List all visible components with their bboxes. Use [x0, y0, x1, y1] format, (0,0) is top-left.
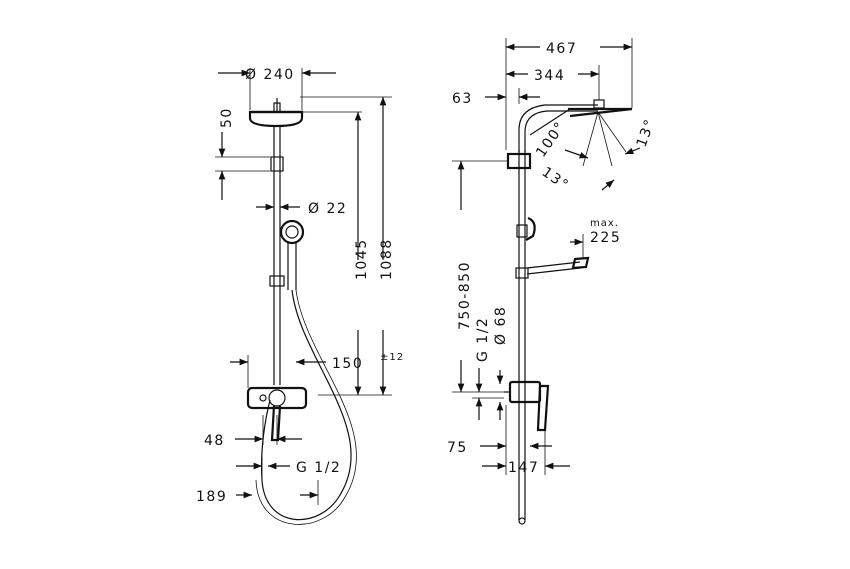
svg-text:147: 147 — [508, 460, 539, 476]
side-view: 467 344 63 100° 13° 13° — [447, 38, 659, 525]
dim-connection-side: G 1/2 — [472, 317, 504, 420]
shower-head-front — [248, 98, 304, 128]
dim-wall-offset: 63 — [452, 88, 540, 107]
svg-text:75: 75 — [447, 440, 468, 456]
dim-handshower-offset: 150 ±12 — [230, 352, 404, 388]
dim-head-height: 50 — [215, 107, 270, 200]
svg-text:1088: 1088 — [379, 238, 395, 280]
dim-arm-reach: 344 — [506, 65, 600, 100]
dim-angles: 100° 13° 13° — [533, 111, 659, 194]
svg-text:Ø 240: Ø 240 — [245, 67, 295, 83]
dim-mixer-offset: 75 — [447, 405, 552, 475]
mixer-side — [504, 380, 550, 432]
svg-text:48: 48 — [204, 433, 225, 449]
hose-front — [260, 289, 352, 521]
dim-heights: 1045 1088 — [300, 96, 395, 396]
svg-text:467: 467 — [546, 41, 577, 57]
shower-arm-side — [518, 104, 598, 152]
dim-outlet-offset: 189 — [196, 480, 319, 505]
svg-text:G 1/2: G 1/2 — [296, 460, 341, 476]
dim-overall-reach: 467 — [505, 38, 633, 150]
dim-head-diameter: Ø 240 — [218, 67, 336, 110]
svg-text:Ø 68: Ø 68 — [493, 306, 509, 345]
svg-text:750-850: 750-850 — [457, 261, 473, 330]
dim-pipe-diameter: Ø 22 — [256, 201, 347, 217]
front-view: Ø 240 50 Ø 22 1045 1088 — [196, 67, 404, 525]
dim-center-range: 750-850 — [452, 160, 508, 393]
riser-pipe-side — [506, 150, 532, 525]
svg-text:G 1/2: G 1/2 — [475, 317, 491, 362]
dim-mixer-projection: 147 — [482, 430, 570, 476]
riser-rail-front — [269, 126, 285, 385]
shower-head-side — [568, 99, 633, 118]
svg-text:63: 63 — [452, 91, 473, 107]
svg-text:189: 189 — [196, 489, 227, 505]
svg-text:50: 50 — [219, 107, 235, 128]
hand-shower-side — [525, 216, 590, 275]
svg-text:225: 225 — [590, 230, 621, 246]
mixer-front — [246, 386, 308, 442]
svg-text:344: 344 — [534, 68, 565, 84]
svg-text:13°: 13° — [539, 164, 572, 194]
svg-text:Ø 22: Ø 22 — [308, 201, 347, 217]
hand-shower-front — [279, 219, 305, 290]
dim-mixer-depth: 48 — [204, 415, 302, 449]
svg-text:13°: 13° — [634, 116, 659, 149]
svg-text:100°: 100° — [533, 119, 569, 161]
svg-text:max.: max. — [590, 218, 619, 229]
svg-text:150: 150 — [332, 356, 363, 372]
dim-rosette-diameter: Ø 68 — [493, 306, 509, 420]
dim-connection-front: G 1/2 — [236, 455, 341, 480]
dim-max-reach: max. 225 — [570, 218, 621, 258]
svg-text:±12: ±12 — [380, 352, 404, 363]
svg-text:1045: 1045 — [354, 238, 370, 280]
